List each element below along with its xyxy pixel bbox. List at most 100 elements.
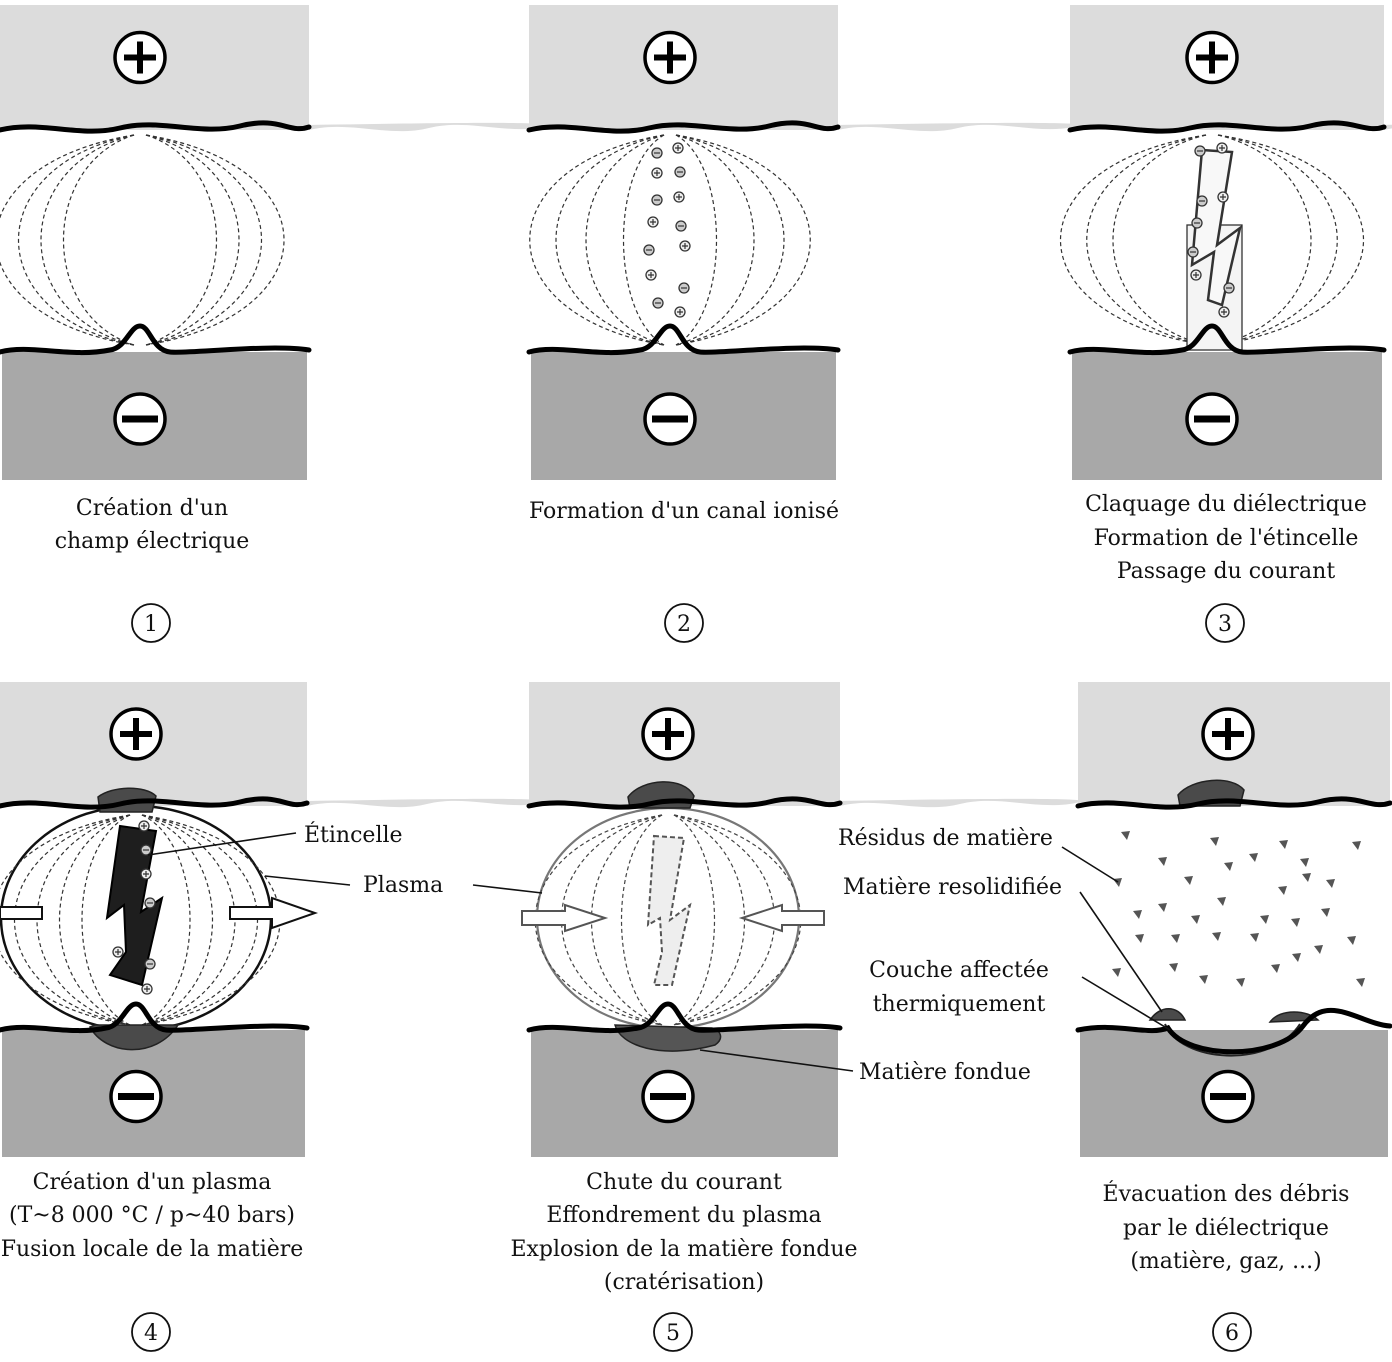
leader-molten bbox=[699, 1049, 854, 1072]
panel-dielectric-breakdown bbox=[1059, 5, 1392, 480]
callout-residues: Résidus de matière bbox=[838, 826, 1053, 851]
expansion-arrow-left bbox=[0, 906, 43, 920]
callout-leaders bbox=[147, 832, 1171, 1072]
negative-ion-icon bbox=[675, 220, 687, 232]
positive-ion-icon bbox=[651, 167, 663, 179]
minus-icon bbox=[113, 392, 167, 446]
positive-ion-icon bbox=[140, 868, 152, 880]
plus-icon bbox=[113, 30, 167, 85]
debris-particle bbox=[1133, 910, 1142, 919]
negative-ion-icon bbox=[651, 147, 663, 159]
debris-particle bbox=[1260, 915, 1269, 924]
debris-particle bbox=[1169, 963, 1178, 972]
negative-ion-icon bbox=[1196, 195, 1208, 207]
caption-panel-6: Évacuation des débris par le diélectriqu… bbox=[1103, 1180, 1350, 1274]
positive-ion-icon bbox=[1190, 269, 1202, 281]
debris-particle bbox=[1271, 964, 1280, 973]
cathode-edge bbox=[0, 1001, 310, 1034]
negative-ion-icon bbox=[651, 194, 663, 206]
anode-edge bbox=[526, 120, 841, 134]
debris-particle bbox=[1300, 858, 1309, 867]
field-line bbox=[81, 814, 191, 1026]
negative-ion-icon bbox=[1194, 145, 1206, 157]
positive-ion-icon bbox=[647, 216, 659, 228]
anode-edge bbox=[0, 120, 312, 134]
cathode-edge bbox=[526, 323, 841, 356]
plus-icon bbox=[643, 30, 697, 85]
field-line bbox=[59, 814, 213, 1026]
resolidified-bottom-left bbox=[1148, 1008, 1187, 1021]
caption-panel-4: Création d'un plasma (T~8 000 °C / p~40 … bbox=[1, 1170, 304, 1262]
debris-particle bbox=[1314, 945, 1323, 954]
caption-line: champ électrique bbox=[55, 529, 250, 554]
caption-line: Effondrement du plasma bbox=[546, 1203, 821, 1228]
field-line bbox=[623, 134, 717, 346]
debris-particle bbox=[1292, 953, 1301, 962]
debris-particle bbox=[1121, 831, 1130, 840]
molten-pool-bottom bbox=[88, 1024, 180, 1051]
panel-debris-evacuation bbox=[1075, 682, 1392, 1157]
caption-panel-1: Création d'un champ électrique bbox=[55, 496, 250, 554]
caption-line: Création d'un plasma bbox=[33, 1170, 272, 1195]
negative-ion-icon bbox=[652, 297, 664, 309]
step-number-2: 2 bbox=[664, 603, 704, 643]
step-number-3: 3 bbox=[1205, 603, 1245, 643]
positive-ion-icon bbox=[138, 820, 150, 832]
callout-haz-line: Couche affectée bbox=[869, 958, 1049, 983]
anode-edge bbox=[0, 796, 310, 810]
positive-ion-icon bbox=[674, 306, 686, 318]
caption-panel-5: Chute du courant Effondrement du plasma … bbox=[510, 1170, 857, 1295]
step-number-label: 3 bbox=[1218, 612, 1232, 637]
caption-line: Formation de l'étincelle bbox=[1094, 526, 1359, 551]
leader-plasma-right bbox=[472, 884, 543, 894]
positive-ion-icon bbox=[673, 191, 685, 203]
cathode-edge bbox=[1075, 1007, 1392, 1055]
expansion-arrow-right bbox=[229, 896, 319, 930]
step-number-1: 1 bbox=[131, 603, 171, 643]
positive-ion-icon bbox=[112, 946, 124, 958]
plus-icon bbox=[641, 707, 695, 761]
step-number-4: 4 bbox=[131, 1312, 171, 1352]
positive-ion-icon bbox=[1217, 191, 1229, 203]
negative-ion-icon bbox=[1187, 246, 1199, 258]
debris-particle bbox=[1199, 975, 1208, 984]
caption-line: Explosion de la matière fondue bbox=[510, 1237, 857, 1262]
fading-spark-icon bbox=[646, 834, 692, 986]
caption-line: Fusion locale de la matière bbox=[1, 1237, 304, 1262]
field-line bbox=[17, 134, 263, 346]
positive-ion-icon bbox=[141, 983, 153, 995]
minus-icon bbox=[1185, 392, 1239, 446]
debris-particle bbox=[1224, 862, 1233, 871]
anode-edge bbox=[1075, 796, 1392, 810]
debris-particle bbox=[1278, 886, 1287, 895]
callout-haz-line: thermiquement bbox=[873, 992, 1046, 1017]
debris-particle bbox=[1217, 897, 1226, 906]
cathode-edge bbox=[526, 1001, 843, 1034]
field-line bbox=[36, 814, 236, 1026]
step-number-label: 6 bbox=[1225, 1321, 1239, 1346]
leader-residues bbox=[1061, 846, 1119, 883]
positive-ion-icon bbox=[1218, 306, 1230, 318]
debris-particle bbox=[1191, 915, 1200, 924]
debris-particle bbox=[1135, 934, 1144, 943]
debris-particle bbox=[1249, 853, 1258, 862]
field-line bbox=[1086, 134, 1338, 346]
plus-icon bbox=[1201, 707, 1255, 761]
debris-particle bbox=[1158, 903, 1167, 912]
debris-particle bbox=[1352, 841, 1361, 850]
negative-ion-icon bbox=[140, 844, 152, 856]
caption-line: Évacuation des débris bbox=[1103, 1180, 1350, 1207]
anode-edge bbox=[526, 796, 843, 810]
panel-field-creation bbox=[0, 5, 551, 480]
caption-line: Formation d'un canal ionisé bbox=[529, 499, 839, 524]
field-line bbox=[1112, 134, 1312, 346]
minus-icon bbox=[641, 1069, 695, 1124]
step-number-6: 6 bbox=[1212, 1312, 1252, 1352]
caption-line: (T~8 000 °C / p~40 bars) bbox=[9, 1203, 295, 1228]
collapse-arrow-left bbox=[521, 903, 609, 933]
debris-particle bbox=[1112, 968, 1121, 977]
debris-particle bbox=[1210, 837, 1219, 846]
positive-ion-icon bbox=[1216, 142, 1228, 154]
step-number-label: 2 bbox=[677, 612, 691, 637]
